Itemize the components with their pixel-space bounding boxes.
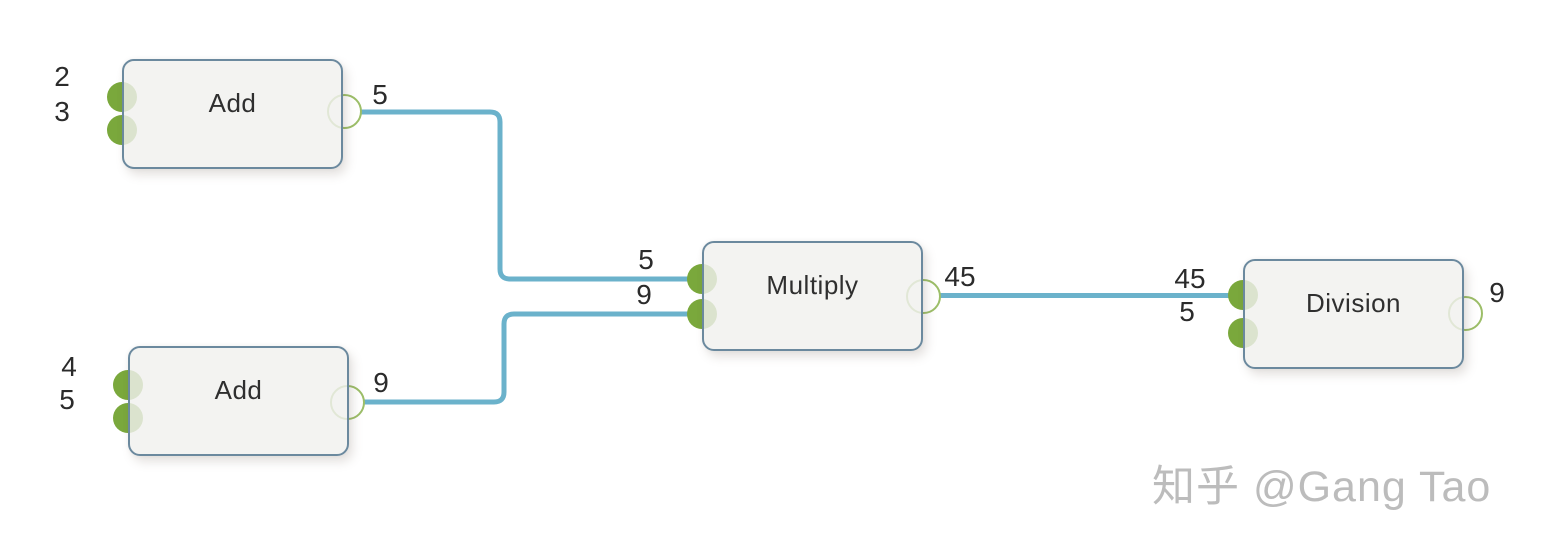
node-title: Add xyxy=(214,374,263,405)
output-value-label: 9 xyxy=(1489,277,1505,308)
input-value-label: 2 xyxy=(54,61,70,92)
input-value-label: 4 xyxy=(61,351,77,382)
input-value-label: 45 xyxy=(1174,263,1206,294)
node-add-1[interactable]: Add xyxy=(122,59,343,169)
input-value-label: 9 xyxy=(636,279,652,310)
output-value-label: 45 xyxy=(944,261,976,292)
input-value-label: 5 xyxy=(1179,296,1195,327)
node-title: Add xyxy=(208,87,257,118)
node-division[interactable]: Division xyxy=(1243,259,1464,369)
node-title: Division xyxy=(1305,287,1402,318)
wire-add1-to-multiply xyxy=(361,109,689,282)
input-value-label: 5 xyxy=(59,384,75,415)
zhihu-watermark: 知乎 @Gang Tao xyxy=(1152,463,1492,511)
node-add-2[interactable]: Add xyxy=(128,346,349,456)
output-value-label: 9 xyxy=(373,367,389,398)
node-multiply[interactable]: Multiply xyxy=(702,241,923,351)
wire-add2-to-multiply xyxy=(364,311,689,405)
node-title: Multiply xyxy=(766,269,859,300)
input-value-label: 5 xyxy=(638,244,654,275)
input-value-label: 3 xyxy=(54,96,70,127)
output-value-label: 5 xyxy=(372,79,388,110)
